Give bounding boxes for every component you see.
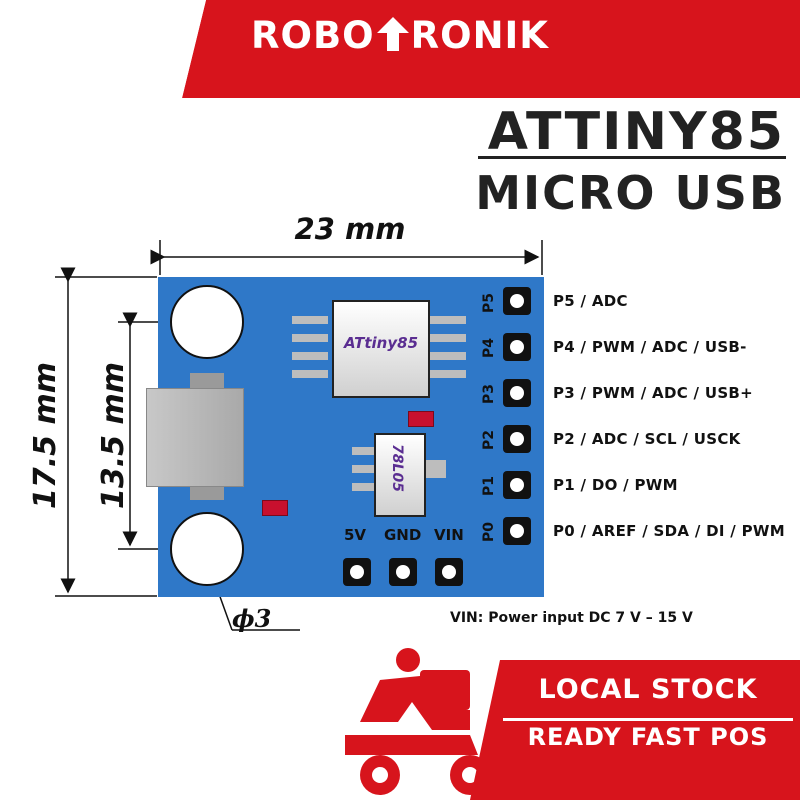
pin-pad-p1 (503, 471, 531, 499)
width-dimension: 23 mm (294, 212, 406, 246)
pin-label-p5: P5 (481, 293, 497, 314)
power-pad-5v (343, 558, 371, 586)
promo-local-stock: LOCAL STOCK (538, 674, 758, 705)
usb-tab-top (190, 373, 224, 389)
brand-logo: ROBO RONIK (0, 14, 800, 57)
usb-tab-bottom (190, 484, 224, 500)
attiny85-label: ATtiny85 (343, 334, 419, 352)
smd-resistor (408, 411, 434, 427)
outer-height-dimension: 17.5 mm (27, 362, 63, 509)
regulator-chip (374, 433, 426, 517)
pin-pad-p4 (503, 333, 531, 361)
pin-desc-p0: P0 / AREF / SDA / DI / PWM (553, 522, 785, 540)
pin-pad-p2 (503, 425, 531, 453)
pin-label-p2: P2 (481, 430, 497, 451)
power-pin-label-5v: 5V (344, 526, 367, 544)
vin-power-note: VIN: Power input DC 7 V – 15 V (450, 610, 693, 626)
smd-resistor (262, 500, 288, 516)
mounting-hole-bottom (170, 512, 244, 586)
delivery-scooter-icon (345, 648, 490, 795)
power-pad-vin (435, 558, 463, 586)
brand-left: ROBO (251, 14, 375, 57)
product-subtitle: MICRO USB (475, 166, 786, 220)
micro-usb-connector (146, 388, 244, 487)
inner-height-dimension: 13.5 mm (95, 362, 131, 509)
title-divider (478, 156, 786, 159)
top-banner (0, 0, 800, 98)
regulator-label: 78L05 (389, 444, 405, 492)
power-pad-gnd (389, 558, 417, 586)
pin-desc-p3: P3 / PWM / ADC / USB+ (553, 384, 754, 402)
product-title: ATTINY85 (487, 102, 785, 162)
hole-diameter-label: ϕ3 (232, 604, 272, 633)
pin-desc-p5: P5 / ADC (553, 292, 628, 310)
pin-pad-p0 (503, 517, 531, 545)
promo-banner (345, 648, 800, 800)
pin-label-p0: P0 (481, 522, 497, 543)
up-arrow-icon (376, 17, 409, 51)
power-pin-label-gnd: GND (384, 526, 422, 544)
promo-ready-fast: READY FAST POS (527, 723, 769, 751)
mounting-hole-top (170, 285, 244, 359)
pin-label-p4: P4 (481, 338, 497, 359)
pin-pad-p3 (503, 379, 531, 407)
pin-desc-p4: P4 / PWM / ADC / USB- (553, 338, 747, 356)
pin-label-p3: P3 (481, 384, 497, 405)
brand-right: RONIK (410, 14, 549, 57)
power-pin-label-vin: VIN (434, 526, 464, 544)
pin-pad-p5 (503, 287, 531, 315)
attiny85-chip (332, 300, 430, 398)
pin-desc-p2: P2 / ADC / SCL / USCK (553, 430, 741, 448)
pin-label-p1: P1 (481, 476, 497, 497)
pin-desc-p1: P1 / DO / PWM (553, 476, 678, 494)
